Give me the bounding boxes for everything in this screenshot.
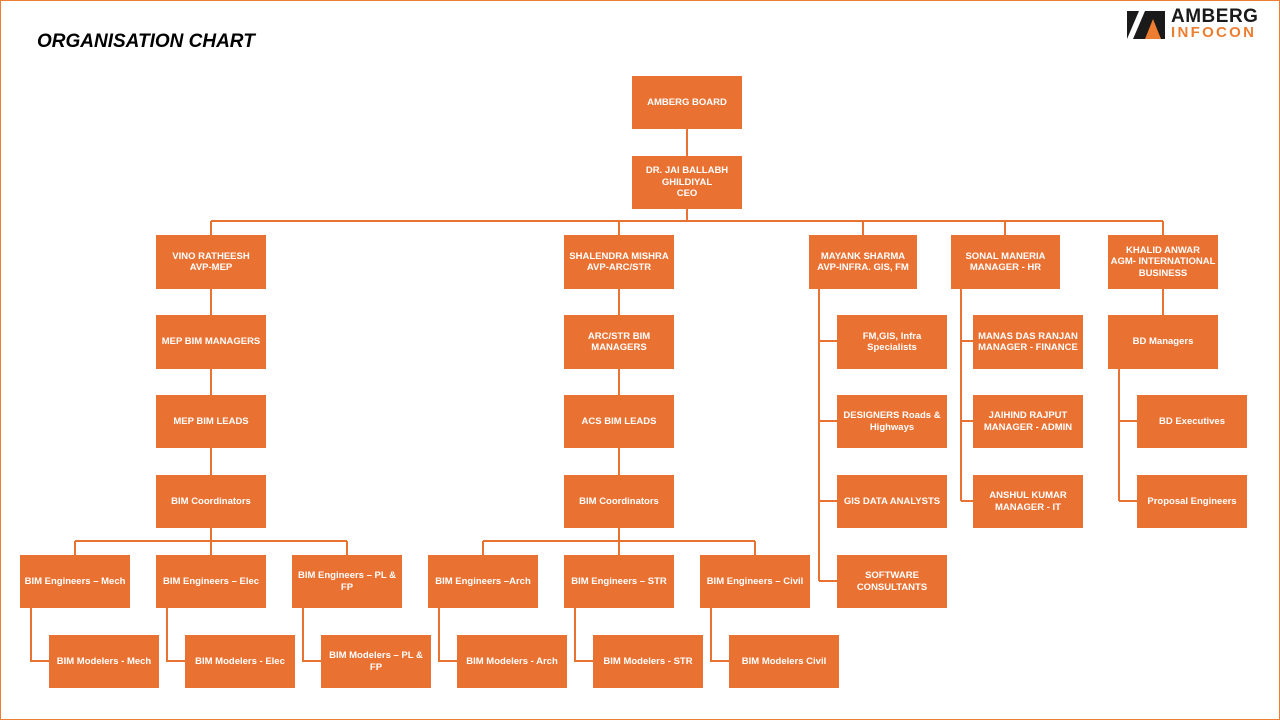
node-bim-engineers-mech: BIM Engineers – Mech bbox=[20, 555, 130, 608]
node-bim-modelers-civil: BIM Modelers Civil bbox=[729, 635, 839, 688]
node-avp-infra: MAYANK SHARMA AVP-INFRA. GIS, FM bbox=[809, 235, 917, 289]
node-manager-hr: SONAL MANERIA MANAGER - HR bbox=[951, 235, 1060, 289]
node-manager-finance: MANAS DAS RANJAN MANAGER - FINANCE bbox=[973, 315, 1083, 369]
node-avp-arc-str: SHALENDRA MISHRA AVP-ARC/STR bbox=[564, 235, 674, 289]
node-bim-engineers-elec: BIM Engineers – Elec bbox=[156, 555, 266, 608]
node-bim-engineers-civil: BIM Engineers – Civil bbox=[700, 555, 810, 608]
node-ceo: DR. JAI BALLABH GHILDIYAL CEO bbox=[632, 156, 742, 209]
node-bim-modelers-mech: BIM Modelers - Mech bbox=[49, 635, 159, 688]
node-bim-engineers-plfp: BIM Engineers – PL & FP bbox=[292, 555, 402, 608]
company-logo: AMBERG INFOCON bbox=[1125, 7, 1273, 41]
node-bim-engineers-str: BIM Engineers – STR bbox=[564, 555, 674, 608]
node-agm-international-business: KHALID ANWAR AGM- INTERNATIONAL BUSINESS bbox=[1108, 235, 1218, 289]
node-manager-admin: JAIHIND RAJPUT MANAGER - ADMIN bbox=[973, 395, 1083, 448]
node-manager-it: ANSHUL KUMAR MANAGER - IT bbox=[973, 475, 1083, 528]
node-gis-data-analysts: GIS DATA ANALYSTS bbox=[837, 475, 947, 528]
node-bim-modelers-elec: BIM Modelers - Elec bbox=[185, 635, 295, 688]
connector-plfp-modelers bbox=[302, 608, 321, 662]
node-amberg-board: AMBERG BOARD bbox=[632, 76, 742, 129]
node-fm-gis-infra-specialists: FM,GIS, Infra Specialists bbox=[837, 315, 947, 369]
logo-text-infocon: INFOCON bbox=[1171, 24, 1257, 41]
node-arc-str-bim-managers: ARC/STR BIM MANAGERS bbox=[564, 315, 674, 369]
node-software-consultants: SOFTWARE CONSULTANTS bbox=[837, 555, 947, 608]
connector-civil-modelers bbox=[710, 608, 729, 662]
connector-arch-modelers bbox=[438, 608, 457, 662]
node-bim-modelers-plfp: BIM Modelers – PL & FP bbox=[321, 635, 431, 688]
node-designers-roads-highways: DESIGNERS Roads & Highways bbox=[837, 395, 947, 448]
page-title: ORGANISATION CHART bbox=[37, 31, 255, 52]
node-mep-bim-leads: MEP BIM LEADS bbox=[156, 395, 266, 448]
node-mep-bim-coordinators: BIM Coordinators bbox=[156, 475, 266, 528]
node-mep-bim-managers: MEP BIM MANAGERS bbox=[156, 315, 266, 369]
node-acs-bim-leads: ACS BIM LEADS bbox=[564, 395, 674, 448]
node-bim-modelers-str: BIM Modelers - STR bbox=[593, 635, 703, 688]
connector-str-modelers bbox=[574, 608, 593, 662]
node-avp-mep: VINO RATHEESH AVP-MEP bbox=[156, 235, 266, 289]
node-proposal-engineers: Proposal Engineers bbox=[1137, 475, 1247, 528]
connector-elec-modelers bbox=[166, 608, 185, 662]
node-arc-bim-coordinators: BIM Coordinators bbox=[564, 475, 674, 528]
node-bd-executives: BD Executives bbox=[1137, 395, 1247, 448]
node-bim-engineers-arch: BIM Engineers –Arch bbox=[428, 555, 538, 608]
amberg-logo-icon bbox=[1127, 11, 1165, 39]
node-bd-managers: BD Managers bbox=[1108, 315, 1218, 369]
connector-mech-modelers bbox=[30, 608, 49, 662]
node-bim-modelers-arch: BIM Modelers - Arch bbox=[457, 635, 567, 688]
logo-text-amberg: AMBERG bbox=[1171, 6, 1259, 27]
